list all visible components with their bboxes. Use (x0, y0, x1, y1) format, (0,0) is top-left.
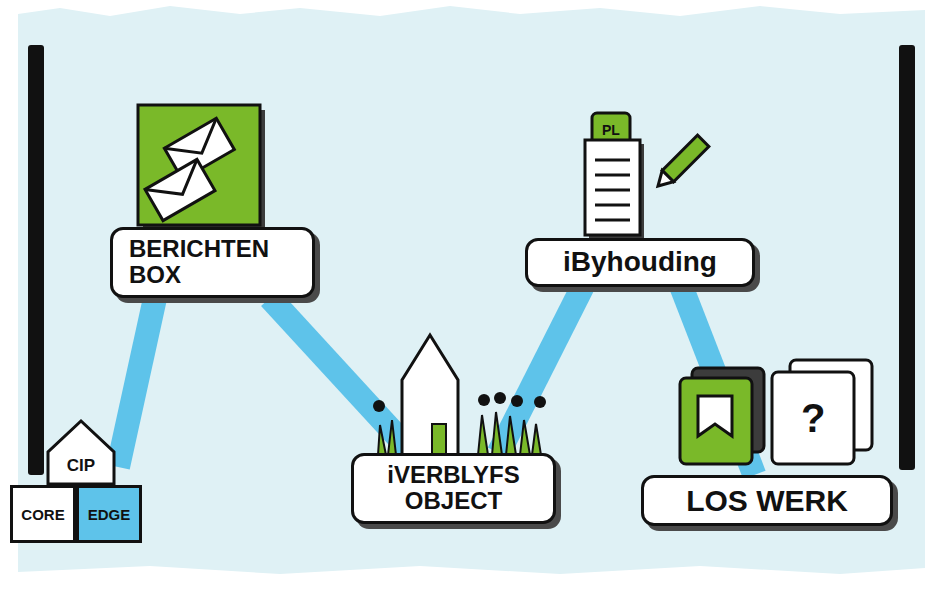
node-text: BERICHTEN BOX (129, 236, 296, 289)
roof-shape (44, 418, 118, 486)
node-text: EDGE (88, 506, 131, 523)
edge-block: EDGE (76, 485, 142, 543)
message-icon (138, 105, 265, 230)
document-icon (585, 113, 709, 239)
cip-roof: CIP (44, 418, 118, 486)
roof-outline (48, 421, 114, 484)
node-text: LOS WERK (660, 484, 874, 517)
cards-icon (680, 360, 872, 464)
sky-ground (18, 6, 925, 574)
label-box: iVERBLYFS OBJECT (351, 453, 556, 524)
label-box: LOS WERK (641, 475, 893, 526)
house-icon (373, 335, 546, 455)
flow-band (118, 298, 155, 467)
label-box: BERICHTEN BOX (110, 227, 315, 298)
left-bar (28, 45, 44, 475)
core-block: CORE (10, 485, 76, 543)
tab-label: PL (602, 122, 620, 138)
node-text: CORE (21, 506, 64, 523)
node-text: CIP (67, 456, 95, 476)
right-bar (899, 45, 915, 470)
card-mark: ? (801, 396, 825, 441)
node-text: iByhouding (544, 247, 736, 278)
label-box: iByhouding (525, 238, 755, 287)
node-text: iVERBLYFS OBJECT (370, 462, 537, 515)
